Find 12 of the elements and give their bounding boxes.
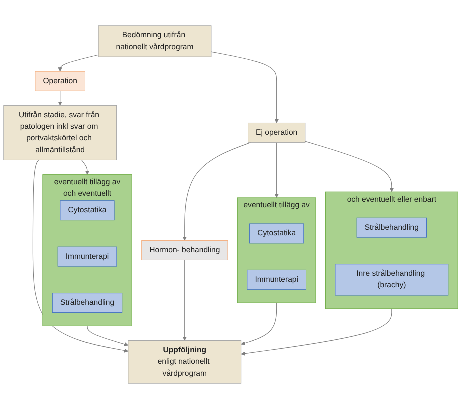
arrow xyxy=(211,52,279,124)
arrow xyxy=(305,142,394,193)
arrow xyxy=(274,142,279,198)
arrow xyxy=(241,303,278,346)
arrow xyxy=(241,308,392,356)
arrow xyxy=(58,55,99,72)
arrow xyxy=(81,160,90,176)
arrow xyxy=(182,260,188,342)
arrow xyxy=(182,142,252,242)
arrow xyxy=(32,160,129,354)
arrow xyxy=(87,326,129,347)
arrow xyxy=(58,91,62,106)
